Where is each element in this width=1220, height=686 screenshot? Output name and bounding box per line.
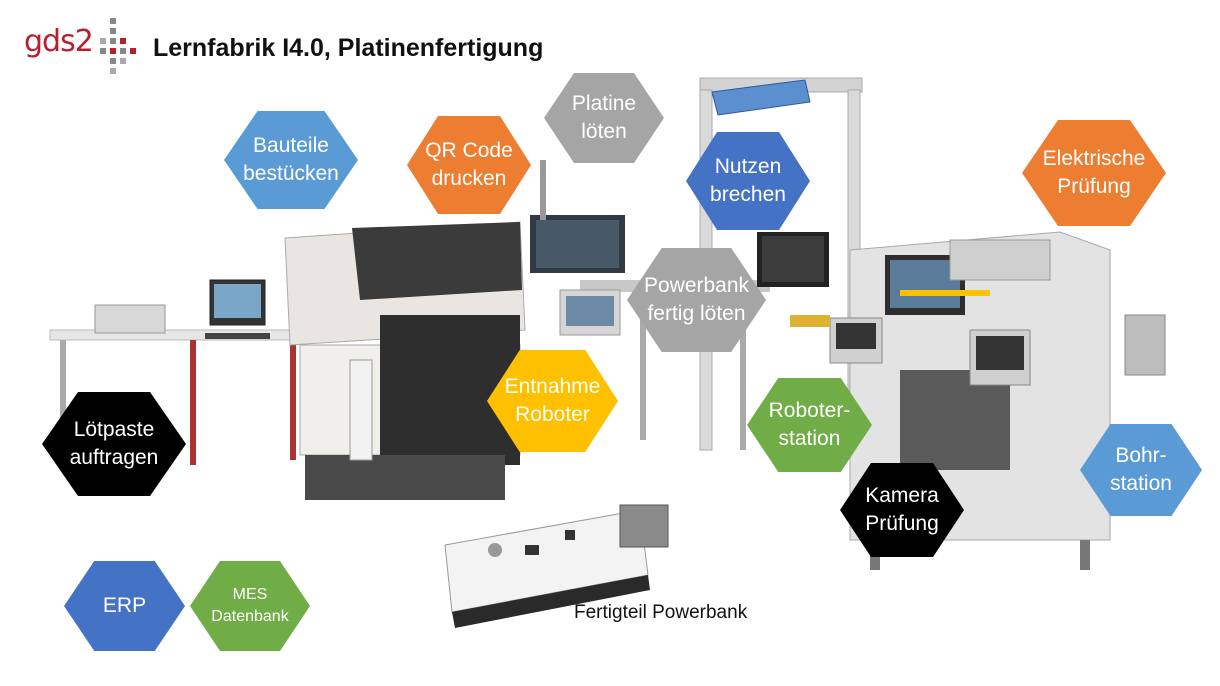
hex-label: MES Datenbank	[211, 586, 289, 625]
control-monitor	[530, 160, 625, 273]
hex-label: Platine löten	[571, 91, 637, 143]
hex-label: Lötpaste auftragen	[69, 417, 159, 469]
pick-and-place-machine	[284, 221, 526, 500]
logo-text: gds2	[24, 24, 94, 59]
product-caption: Fertigteil Powerbank	[574, 602, 748, 623]
hex-label: Bauteile bestücken	[243, 133, 339, 185]
hex-loetpaste-auftragen: Lötpaste auftragen	[42, 392, 186, 496]
hex-mes-datenbank: MES Datenbank	[190, 561, 310, 651]
hex-label: Nutzen brechen	[710, 154, 786, 206]
logo-dots-icon	[100, 18, 136, 74]
left-workbench	[49, 279, 301, 465]
hex-label: Kamera Prüfung	[865, 483, 939, 535]
hex-label: Elektrische Prüfung	[1042, 146, 1146, 198]
hex-elektrische-pruefung: Elektrische Prüfung	[1022, 120, 1166, 226]
hex-powerbank-fertig-loeten: Powerbank fertig löten	[627, 248, 766, 352]
hex-label: QR Code drucken	[425, 138, 513, 190]
hex-label: Bohr- station	[1110, 443, 1172, 495]
gds2-logo: gds2	[24, 18, 144, 74]
hex-nutzen-brechen: Nutzen brechen	[686, 132, 810, 230]
page-title: Lernfabrik I4.0, Platinenfertigung	[153, 34, 544, 62]
hex-label: Powerbank fertig löten	[643, 273, 750, 325]
hex-label: Roboter- station	[768, 398, 851, 450]
hex-platine-loeten: Platine löten	[544, 73, 664, 163]
powerbank-product	[444, 504, 669, 628]
hex-label: ERP	[102, 593, 147, 617]
hex-kamera-pruefung: Kamera Prüfung	[840, 463, 964, 557]
hex-label: Entnahme Roboter	[504, 374, 601, 426]
hex-bohrstation: Bohr- station	[1080, 424, 1202, 516]
